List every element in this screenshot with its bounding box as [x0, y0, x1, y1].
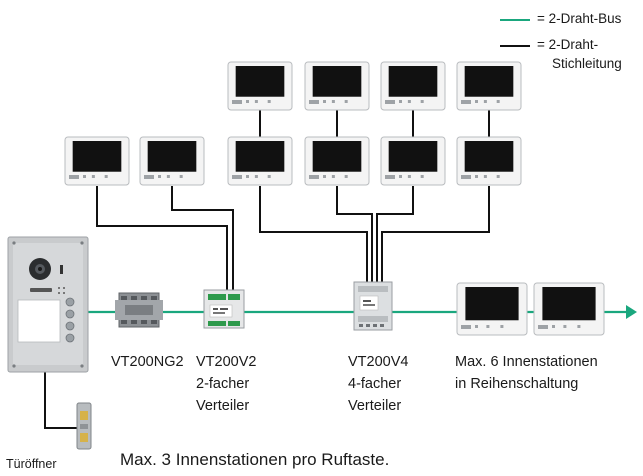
power-supply-icon [115, 292, 163, 328]
legend-stub-label: = 2-Draht- [537, 37, 599, 52]
series-label: Max. 6 Innenstationen [455, 354, 598, 370]
v4-label-line3: Verteiler [348, 398, 402, 414]
stub-wire [44, 372, 77, 429]
v4-label: VT200V4 [348, 354, 409, 370]
monitor-icon [456, 136, 522, 186]
door-opener-icon [76, 402, 92, 450]
caption: Max. 3 Innenstationen pro Ruftaste. [120, 450, 390, 469]
v2-label: VT200V2 [196, 354, 257, 370]
stub-wire [376, 186, 414, 282]
stub-wire [96, 186, 228, 290]
monitor-icon [304, 61, 370, 111]
series-label-line2: in Reihenschaltung [455, 376, 579, 392]
door-panel-icon [7, 236, 89, 373]
camera-icon [29, 258, 51, 280]
ng2-label: VT200NG2 [111, 354, 184, 370]
v2-label-line2: 2-facher [196, 376, 250, 392]
legend-bus-label: = 2-Draht-Bus [537, 11, 622, 26]
monitor-icon [380, 136, 446, 186]
monitor-icon [304, 136, 370, 186]
monitor-icon [227, 136, 293, 186]
monitor-icon [227, 61, 293, 111]
monitor-icon [380, 61, 446, 111]
monitor-icon [456, 282, 528, 336]
stub-wire [336, 186, 373, 282]
monitor-icon [456, 61, 522, 111]
distributor-icon [203, 289, 245, 329]
stub-wire [171, 186, 234, 290]
stub-wire [259, 186, 368, 282]
v4-label-line2: 4-facher [348, 376, 402, 392]
legend-stub-line [500, 45, 530, 47]
monitor-icon [64, 136, 130, 186]
door-opener-label: Türöffner [6, 457, 57, 471]
legend-stub-label-line2: Stichleitung [552, 56, 622, 71]
stub-wire [381, 186, 490, 282]
arrow-right-icon [626, 305, 637, 319]
monitor-icon [139, 136, 205, 186]
monitor-icon [533, 282, 605, 336]
legend-bus-line [500, 19, 530, 21]
v2-label-line3: Verteiler [196, 398, 250, 414]
distributor-icon [353, 281, 393, 331]
